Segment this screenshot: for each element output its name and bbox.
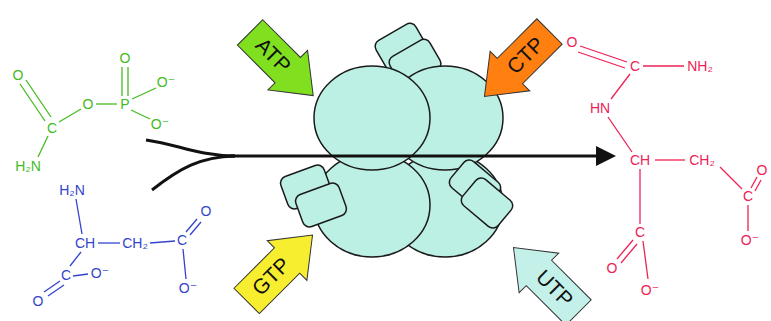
arrow-outline — [227, 215, 332, 320]
regulatory-subunit — [294, 181, 349, 229]
atom-label: CH — [75, 235, 95, 251]
atom-label: CH₂ — [122, 235, 148, 251]
arrow-outline — [231, 13, 334, 116]
enzyme — [279, 21, 516, 257]
atom-label: O⁻ — [91, 265, 109, 281]
regulatory-subunit — [458, 175, 515, 231]
atom-label: H₂N — [15, 158, 41, 174]
nucleotide-arrow: UTP — [494, 228, 599, 321]
atom-label: C — [635, 224, 645, 240]
atom-label: O — [607, 260, 618, 276]
atom-label: O⁻ — [641, 282, 659, 298]
atom-label: O — [83, 96, 94, 112]
product-bonds — [578, 46, 761, 279]
catalytic-subunit — [314, 66, 430, 170]
merge-curve — [146, 140, 235, 156]
atom-label: O⁻ — [157, 74, 175, 90]
aspartate-bonds — [44, 199, 201, 296]
atom-label: O — [757, 162, 768, 178]
arrow-shaft — [230, 155, 598, 158]
merge-curve — [152, 156, 235, 190]
atom-label: O — [201, 203, 212, 219]
atom-label: CH — [630, 152, 650, 168]
atom-label: C — [61, 267, 71, 283]
arrow-outline — [494, 228, 599, 321]
atom-label: C — [630, 58, 640, 74]
atom-label: O⁻ — [151, 116, 169, 132]
atom-label: P — [120, 96, 129, 112]
reaction-arrow — [146, 140, 598, 190]
atom-label: O — [120, 50, 131, 66]
arrow-head — [596, 146, 616, 166]
arrow-outline — [465, 12, 570, 117]
atom-label: C — [177, 232, 187, 248]
atom-label: O — [13, 67, 24, 83]
atom-label: O — [33, 293, 44, 309]
carbamoyl-phosphate-bonds — [20, 67, 156, 157]
nucleotide-arrow: GTP — [227, 215, 332, 320]
atom-label: H₂N — [59, 182, 85, 198]
atom-label: HN — [590, 100, 610, 116]
atom-label: O — [567, 34, 578, 50]
atom-label: C — [743, 188, 753, 204]
atom-label: O⁻ — [741, 232, 759, 248]
atom-label: O⁻ — [179, 280, 197, 296]
atom-label: C — [47, 120, 57, 136]
atom-label: CH₂ — [689, 152, 715, 168]
atom-label: NH₂ — [687, 58, 713, 74]
